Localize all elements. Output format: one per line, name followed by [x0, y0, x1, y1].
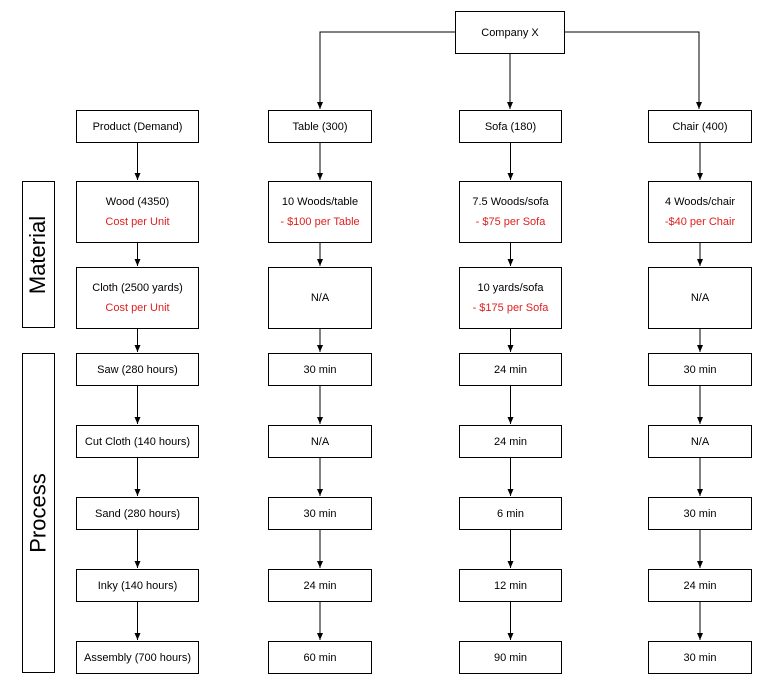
node-text: 30 min — [683, 507, 717, 520]
sofa-assembly-node: 90 min — [459, 641, 562, 674]
node-cost-text: -$40 per Chair — [664, 216, 736, 228]
node-text: 90 min — [493, 651, 528, 664]
chair-assembly-node: 30 min — [648, 641, 752, 674]
sofa-cut-cloth-node: 24 min — [459, 425, 562, 458]
node-text: Table (300) — [292, 120, 348, 133]
node-main-text: 4 Woods/chair — [664, 196, 736, 208]
node-text: Inky (140 hours) — [97, 579, 178, 592]
arrow-company-to-chair — [565, 31, 702, 109]
node-text: 30 min — [683, 363, 717, 376]
node-main-text: Cloth (2500 yards) — [92, 282, 183, 294]
node-text: Sofa (180) — [484, 120, 537, 133]
sofa-saw-node: 24 min — [459, 353, 562, 386]
company-x-node: Company X — [455, 11, 565, 54]
sofa-wood-node: 7.5 Woods/sofa - $75 per Sofa — [459, 181, 562, 243]
company-x-label: Company X — [481, 26, 539, 39]
node-text: 30 min — [303, 363, 337, 376]
sofa-header-node: Sofa (180) — [459, 110, 562, 143]
table-cloth-node: N/A — [268, 267, 372, 329]
product-header-node: Product (Demand) — [76, 110, 199, 143]
node-cost-text: Cost per Unit — [105, 302, 170, 314]
node-cost-text: - $175 per Sofa — [472, 302, 549, 314]
node-text: 24 min — [493, 363, 528, 376]
node-text: 24 min — [493, 435, 528, 448]
node-main-text: 7.5 Woods/sofa — [472, 196, 549, 208]
chair-cut-cloth-node: N/A — [648, 425, 752, 458]
node-cost-text: Cost per Unit — [105, 216, 170, 228]
sofa-sand-node: 6 min — [459, 497, 562, 530]
product-cut-cloth-node: Cut Cloth (140 hours) — [76, 425, 199, 458]
node-text: Sand (280 hours) — [95, 507, 180, 520]
sofa-inky-node: 12 min — [459, 569, 562, 602]
node-text: Product (Demand) — [92, 120, 183, 133]
node-text: Saw (280 hours) — [97, 363, 178, 376]
node-text: 30 min — [303, 507, 337, 520]
node-text: 30 min — [683, 651, 717, 664]
node-text: 24 min — [683, 579, 717, 592]
table-assembly-node: 60 min — [268, 641, 372, 674]
sofa-cloth-node: 10 yards/sofa - $175 per Sofa — [459, 267, 562, 329]
table-header-node: Table (300) — [268, 110, 372, 143]
chair-sand-node: 30 min — [648, 497, 752, 530]
chair-saw-node: 30 min — [648, 353, 752, 386]
node-cost-text: - $100 per Table — [280, 216, 360, 228]
node-main-text: 10 yards/sofa — [477, 282, 544, 294]
product-assembly-node: Assembly (700 hours) — [76, 641, 199, 674]
product-wood-node: Wood (4350) Cost per Unit — [76, 181, 199, 243]
node-main-text: N/A — [310, 292, 330, 304]
chair-header-node: Chair (400) — [648, 110, 752, 143]
table-sand-node: 30 min — [268, 497, 372, 530]
table-wood-node: 10 Woods/table - $100 per Table — [268, 181, 372, 243]
node-text: 6 min — [497, 507, 524, 520]
product-cloth-node: Cloth (2500 yards) Cost per Unit — [76, 267, 199, 329]
chair-inky-node: 24 min — [648, 569, 752, 602]
product-inky-node: Inky (140 hours) — [76, 569, 199, 602]
node-text: Cut Cloth (140 hours) — [84, 435, 191, 448]
chair-cloth-node: N/A — [648, 267, 752, 329]
product-saw-node: Saw (280 hours) — [76, 353, 199, 386]
node-main-text: N/A — [690, 292, 710, 304]
table-inky-node: 24 min — [268, 569, 372, 602]
process-group-label: Process — [22, 353, 55, 673]
node-text: 60 min — [303, 651, 337, 664]
node-text: Chair (400) — [672, 120, 728, 133]
node-text: 24 min — [303, 579, 337, 592]
product-sand-node: Sand (280 hours) — [76, 497, 199, 530]
node-text: 12 min — [493, 579, 528, 592]
node-cost-text: - $75 per Sofa — [475, 216, 546, 228]
node-text: N/A — [690, 435, 710, 448]
chair-wood-node: 4 Woods/chair -$40 per Chair — [648, 181, 752, 243]
table-saw-node: 30 min — [268, 353, 372, 386]
table-cut-cloth-node: N/A — [268, 425, 372, 458]
node-main-text: 10 Woods/table — [281, 196, 359, 208]
material-group-label: Material — [22, 181, 55, 328]
arrow-company-to-table — [317, 31, 455, 109]
node-main-text: Wood (4350) — [105, 196, 170, 208]
node-text: N/A — [310, 435, 330, 448]
node-text: Assembly (700 hours) — [84, 651, 191, 664]
